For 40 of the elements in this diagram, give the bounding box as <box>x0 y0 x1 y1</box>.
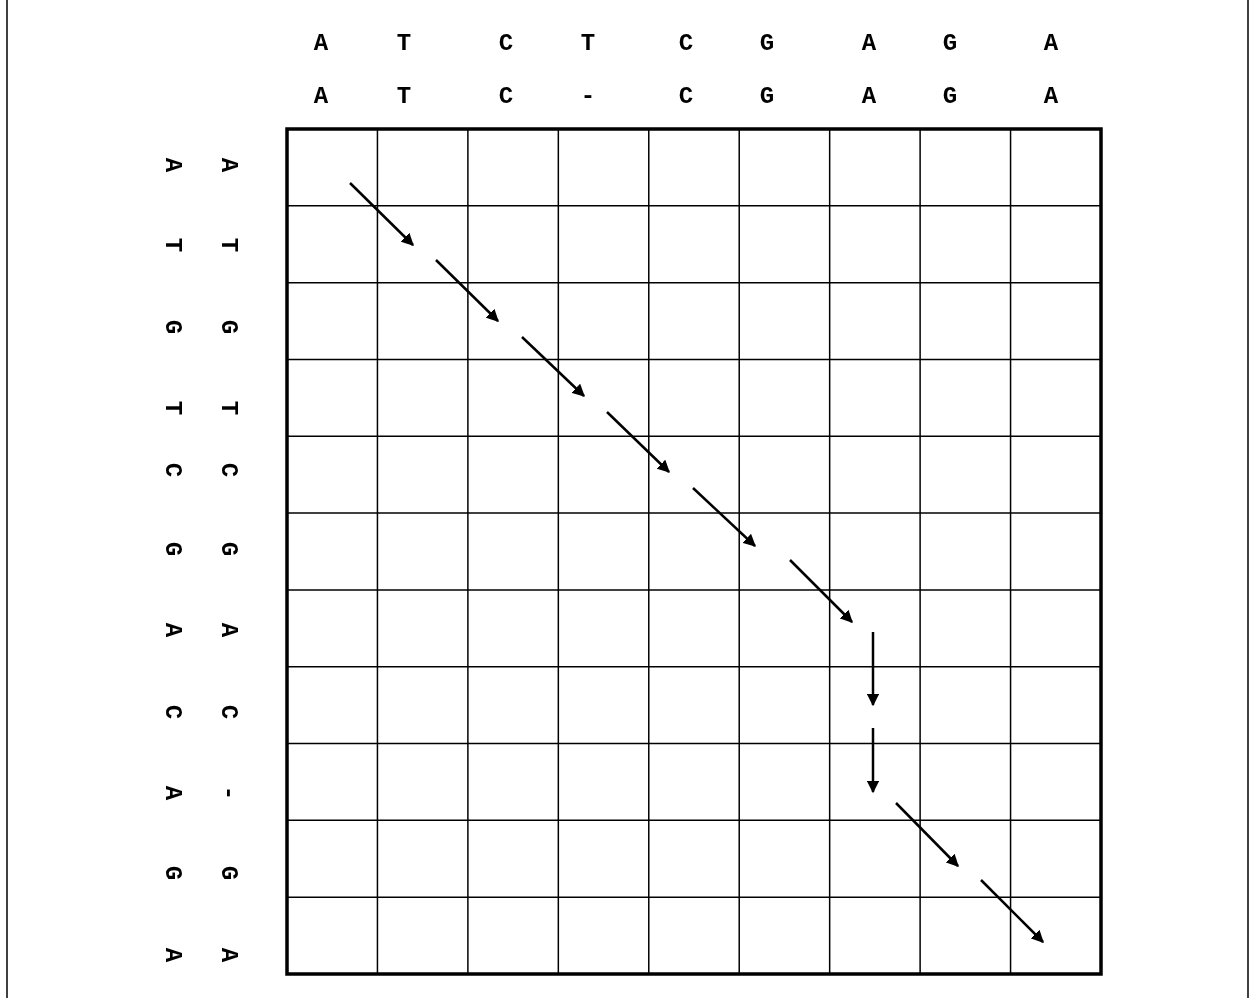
sequence-letter: G <box>758 32 776 56</box>
sequence-letter: A <box>160 156 184 175</box>
sequence-letter: C <box>160 461 184 480</box>
sequence-letter: A <box>1042 85 1060 109</box>
sequence-letter: A <box>160 784 184 803</box>
sequence-letter: G <box>216 540 240 559</box>
sequence-letter: T <box>216 236 240 255</box>
sequence-letter: G <box>160 318 184 337</box>
sequence-letter: A <box>312 32 330 56</box>
sequence-letter: A <box>1042 32 1060 56</box>
sequence-letter: A <box>860 32 878 56</box>
sequence-letter: C <box>497 85 515 109</box>
sequence-letter: - <box>216 784 240 803</box>
sequence-letter: T <box>579 32 597 56</box>
sequence-letter: T <box>395 85 413 109</box>
sequence-letter: A <box>160 621 184 640</box>
sequence-letter: A <box>160 946 184 965</box>
sequence-letter: G <box>160 864 184 883</box>
sequence-letter: G <box>216 318 240 337</box>
sequence-letter: T <box>160 236 184 255</box>
sequence-letter: A <box>216 946 240 965</box>
sequence-letter: C <box>216 461 240 480</box>
sequence-letter: C <box>216 703 240 722</box>
sequence-letter: G <box>758 85 776 109</box>
sequence-letter: G <box>216 864 240 883</box>
sequence-letter: C <box>497 32 515 56</box>
sequence-letter: C <box>677 85 695 109</box>
sequence-letter: T <box>216 399 240 418</box>
sequence-letter: A <box>216 156 240 175</box>
sequence-letter: A <box>312 85 330 109</box>
sequence-letter: G <box>160 540 184 559</box>
sequence-letter: T <box>395 32 413 56</box>
sequence-letter: T <box>160 399 184 418</box>
sequence-letter: C <box>160 703 184 722</box>
sequence-letter: A <box>216 621 240 640</box>
sequence-letter: G <box>941 85 959 109</box>
sequence-letter: C <box>677 32 695 56</box>
sequence-letter: G <box>941 32 959 56</box>
sequence-letter: - <box>579 85 597 109</box>
sequence-letter: A <box>860 85 878 109</box>
